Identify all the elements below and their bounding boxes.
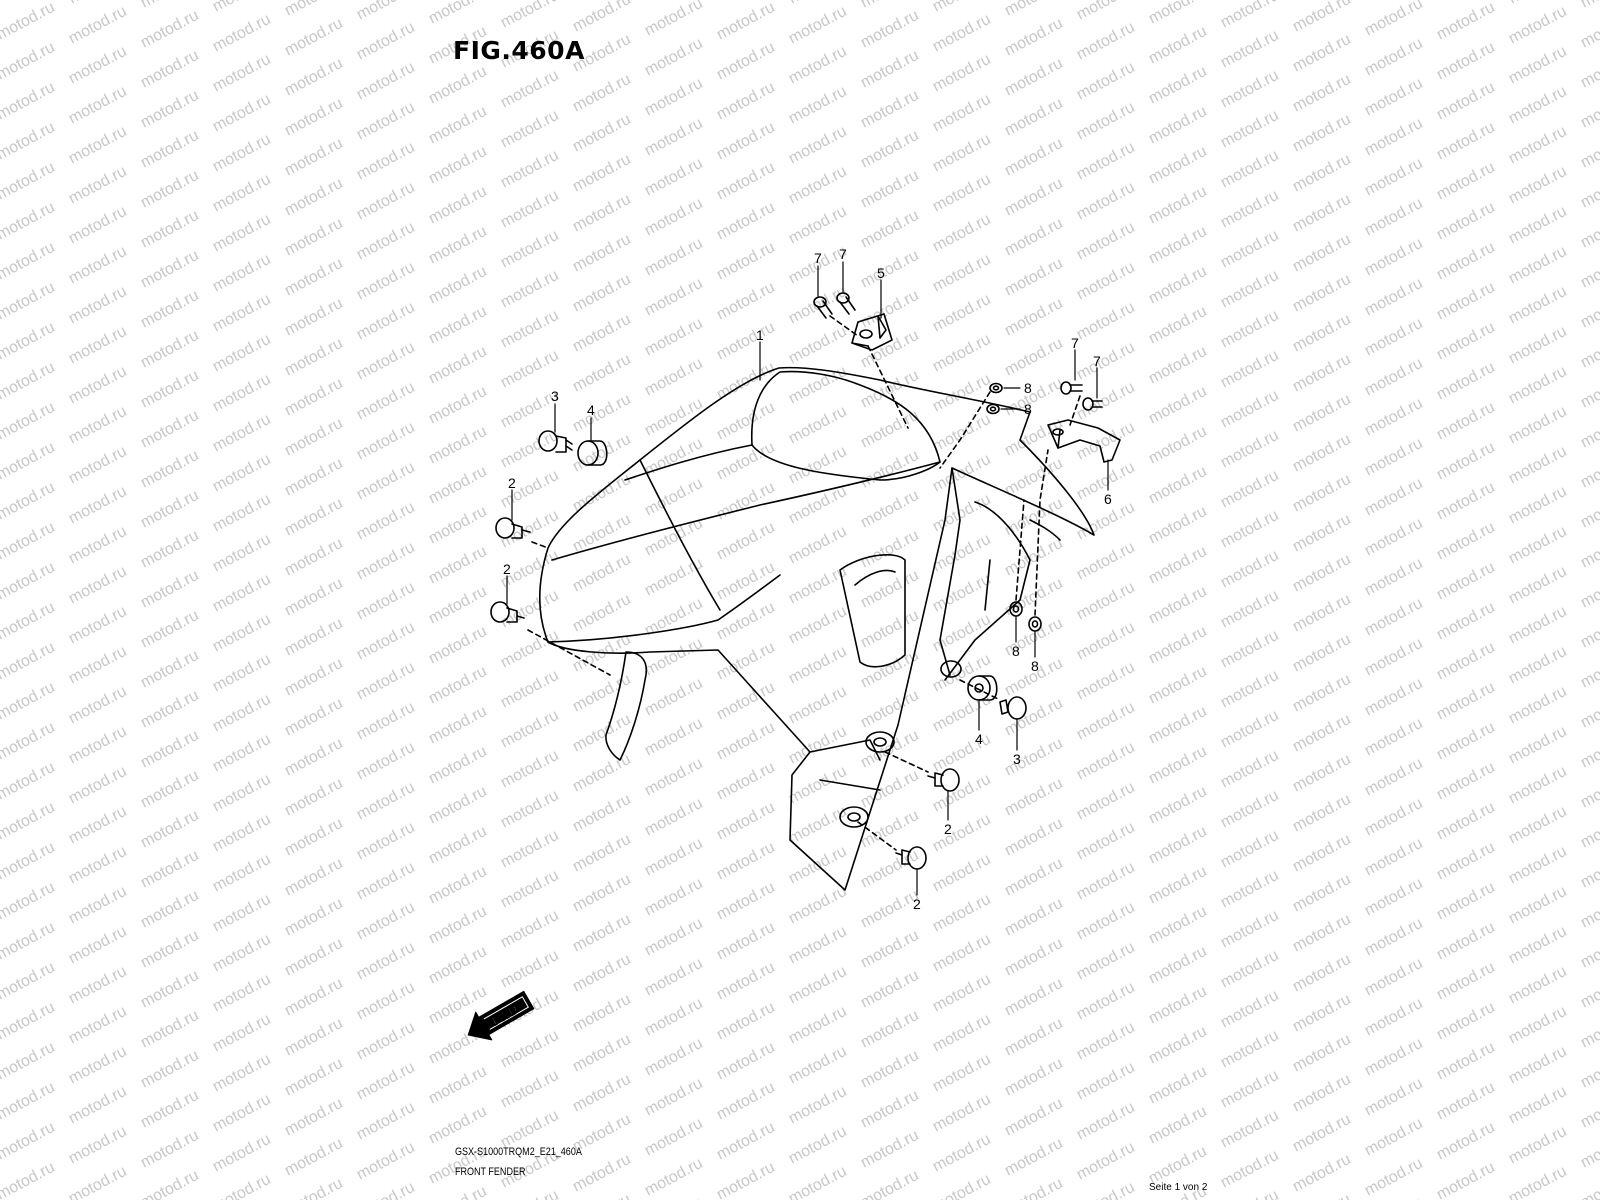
callout-2-right-upper: 2 — [944, 821, 952, 837]
callout-leaders — [506, 261, 1109, 896]
callout-4-left: 4 — [587, 402, 595, 418]
callout-8-d: 8 — [1031, 658, 1039, 674]
callout-8-c: 8 — [1012, 643, 1020, 659]
washers-part-8-bottom — [1009, 449, 1049, 632]
page-info: Seite 1 von 2 — [1149, 1182, 1208, 1193]
callout-6: 6 — [1104, 491, 1112, 507]
bolt-part-2-right-upper — [884, 751, 960, 792]
bolt-part-2-right-lower — [857, 821, 927, 870]
callout-2-right-lower: 2 — [913, 896, 921, 912]
bracket-part-6 — [1047, 419, 1121, 463]
figure-title: FIG.460A — [453, 36, 585, 65]
model-code: GSX-S1000TRQM2_E21_460A — [455, 1146, 582, 1158]
bolts-part-7 — [813, 292, 1103, 426]
callout-3-left: 3 — [551, 388, 559, 404]
callout-7-c: 7 — [1071, 335, 1079, 351]
clip-part-5 — [851, 313, 909, 429]
section-name: FRONT FENDER — [455, 1166, 526, 1178]
callout-7-d: 7 — [1093, 353, 1101, 369]
bolt-part-2-left-lower — [490, 601, 611, 676]
callout-numbers: 1 2 2 2 2 3 3 4 4 5 6 7 7 7 7 8 8 8 8 — [503, 246, 1112, 912]
callout-2-left-lower: 2 — [503, 561, 511, 577]
fwd-arrow-icon: FWD — [467, 990, 535, 1041]
callout-7-a: 7 — [814, 250, 822, 266]
callout-2-left-upper: 2 — [508, 475, 516, 491]
bolt-part-3-left — [538, 430, 573, 453]
callout-8-a: 8 — [1024, 380, 1032, 396]
callout-8-b: 8 — [1024, 401, 1032, 417]
callout-3-right: 3 — [1013, 751, 1021, 767]
callout-5: 5 — [877, 265, 885, 281]
callout-4-right: 4 — [975, 731, 983, 747]
callout-7-b: 7 — [839, 246, 847, 262]
front-fender — [538, 366, 1095, 891]
callout-1: 1 — [756, 327, 764, 343]
washers-part-8-top — [939, 382, 1003, 469]
bolt-part-2-left-upper — [495, 517, 549, 549]
grommet-part-4-left — [577, 440, 608, 466]
